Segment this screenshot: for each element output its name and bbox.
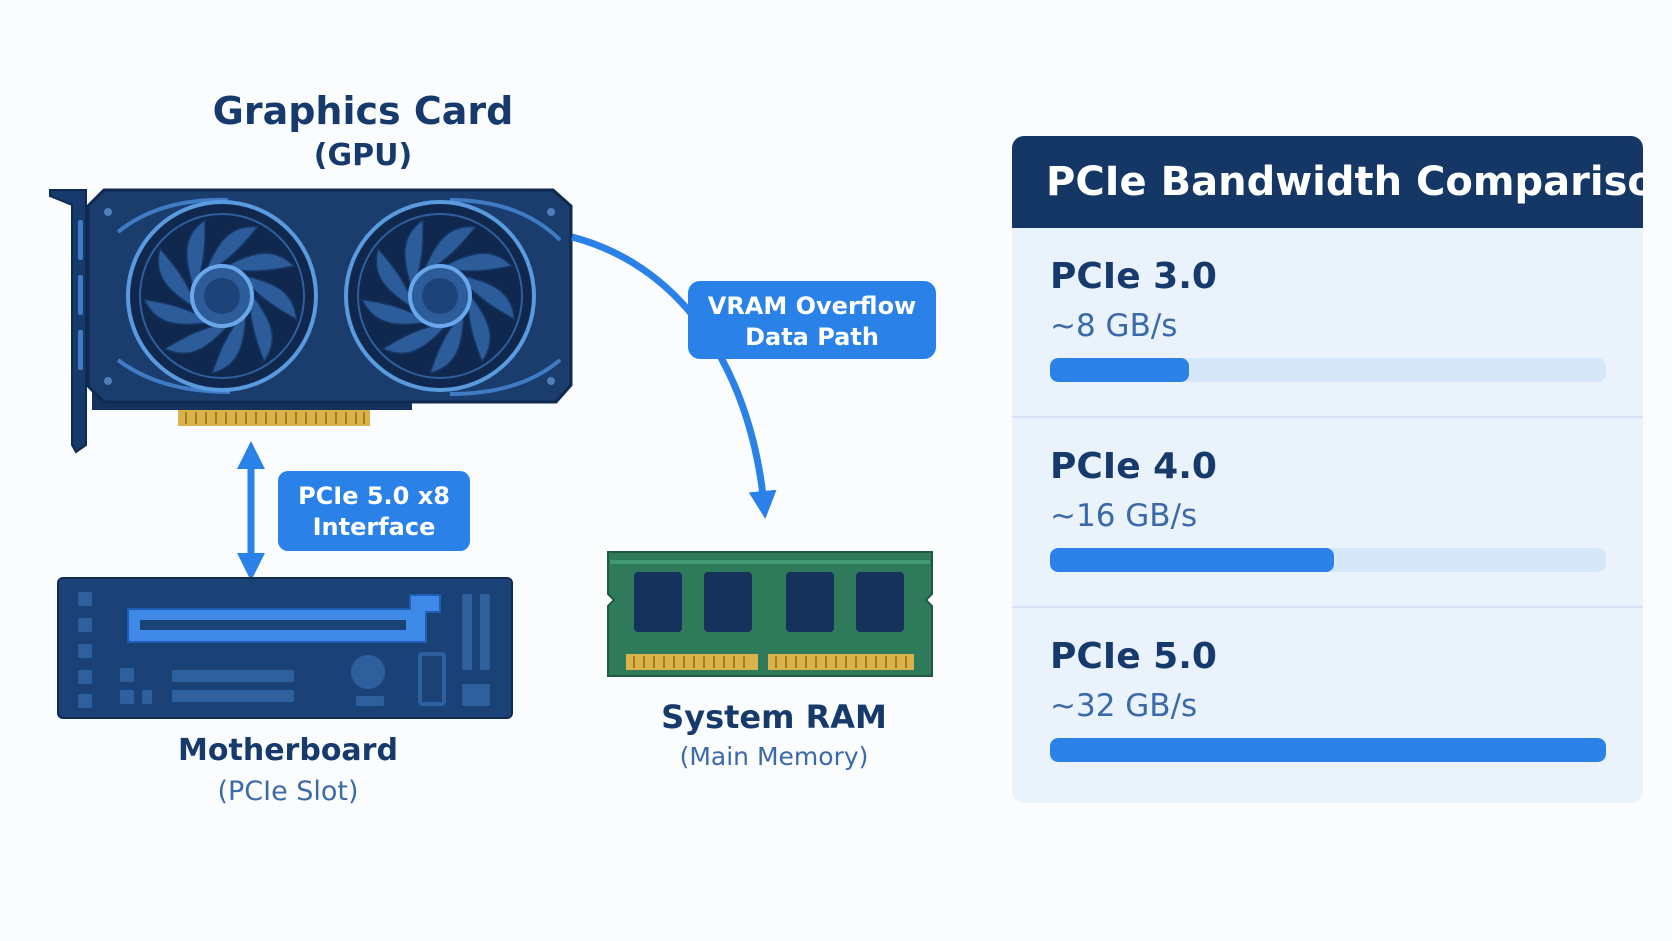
- bandwidth-bar-track: [1050, 738, 1606, 762]
- gpu-shroud-accent: [116, 197, 562, 396]
- bandwidth-bar-track: [1050, 358, 1606, 382]
- interface-callout-line1: PCIe 5.0 x8: [298, 482, 450, 510]
- gpu-fan-left: [126, 200, 318, 392]
- gpu-fan-right: [344, 200, 536, 392]
- ram-chip: [634, 572, 682, 632]
- vram-overflow-arrow: [571, 233, 777, 519]
- bandwidth-row-value: ~8 GB/s: [1050, 308, 1178, 344]
- bandwidth-row-pcie3: PCIe 3.0 ~8 GB/s: [1012, 228, 1643, 416]
- bandwidth-row-pcie4: PCIe 4.0 ~16 GB/s: [1012, 416, 1643, 606]
- overflow-callout-line2: Data Path: [745, 323, 879, 351]
- gpu-title: Graphics Card: [213, 89, 514, 133]
- gpu-contact-lines: [185, 412, 365, 424]
- gpu-screw: [547, 208, 555, 216]
- ram-pcb: [607, 551, 933, 677]
- ram-title: System RAM: [661, 698, 887, 736]
- bandwidth-row-name: PCIe 4.0: [1050, 446, 1217, 487]
- ram-chip: [856, 572, 904, 632]
- interface-callout-box: [278, 471, 470, 551]
- ram-module-illustration: [607, 551, 933, 677]
- ram-contacts-right: [768, 654, 914, 670]
- bandwidth-bar-fill: [1050, 358, 1189, 382]
- interface-callout-line2: Interface: [313, 513, 436, 541]
- gpu-io-bracket: [49, 189, 87, 454]
- overflow-callout-line1: VRAM Overflow: [708, 292, 916, 320]
- gpu-subtitle: (GPU): [314, 138, 412, 173]
- motherboard-pcie-slot: [127, 594, 441, 643]
- bandwidth-row-name: PCIe 3.0: [1050, 256, 1217, 297]
- gpu-screw: [104, 377, 112, 385]
- overflow-callout-box: [688, 281, 936, 359]
- motherboard-title: Motherboard: [178, 733, 398, 768]
- motherboard-illustration: [57, 577, 513, 719]
- bandwidth-bar-fill: [1050, 548, 1334, 572]
- bandwidth-bar-fill: [1050, 738, 1606, 762]
- bandwidth-row-name: PCIe 5.0: [1050, 636, 1217, 677]
- ram-chip: [786, 572, 834, 632]
- gpu-screw: [547, 377, 555, 385]
- bandwidth-row-value: ~32 GB/s: [1050, 688, 1198, 724]
- ram-chip: [704, 572, 752, 632]
- ram-subtitle: (Main Memory): [680, 742, 869, 771]
- gpu-bracket-port: [78, 220, 83, 260]
- bandwidth-row-pcie5: PCIe 5.0 ~32 GB/s: [1012, 606, 1643, 796]
- motherboard-subtitle: (PCIe Slot): [217, 776, 358, 807]
- bandwidth-comparison-panel: PCIe Bandwidth Comparison PCIe 3.0 ~8 GB…: [1012, 136, 1643, 803]
- panel-title: PCIe Bandwidth Comparison: [1012, 136, 1643, 228]
- ram-contacts-left: [626, 654, 758, 670]
- gpu-bracket-port: [78, 330, 83, 370]
- bandwidth-row-value: ~16 GB/s: [1050, 498, 1198, 534]
- gpu-screw: [104, 208, 112, 216]
- graphics-card-illustration: [49, 188, 573, 454]
- bandwidth-bar-track: [1050, 548, 1606, 572]
- gpu-bracket-port: [78, 275, 83, 315]
